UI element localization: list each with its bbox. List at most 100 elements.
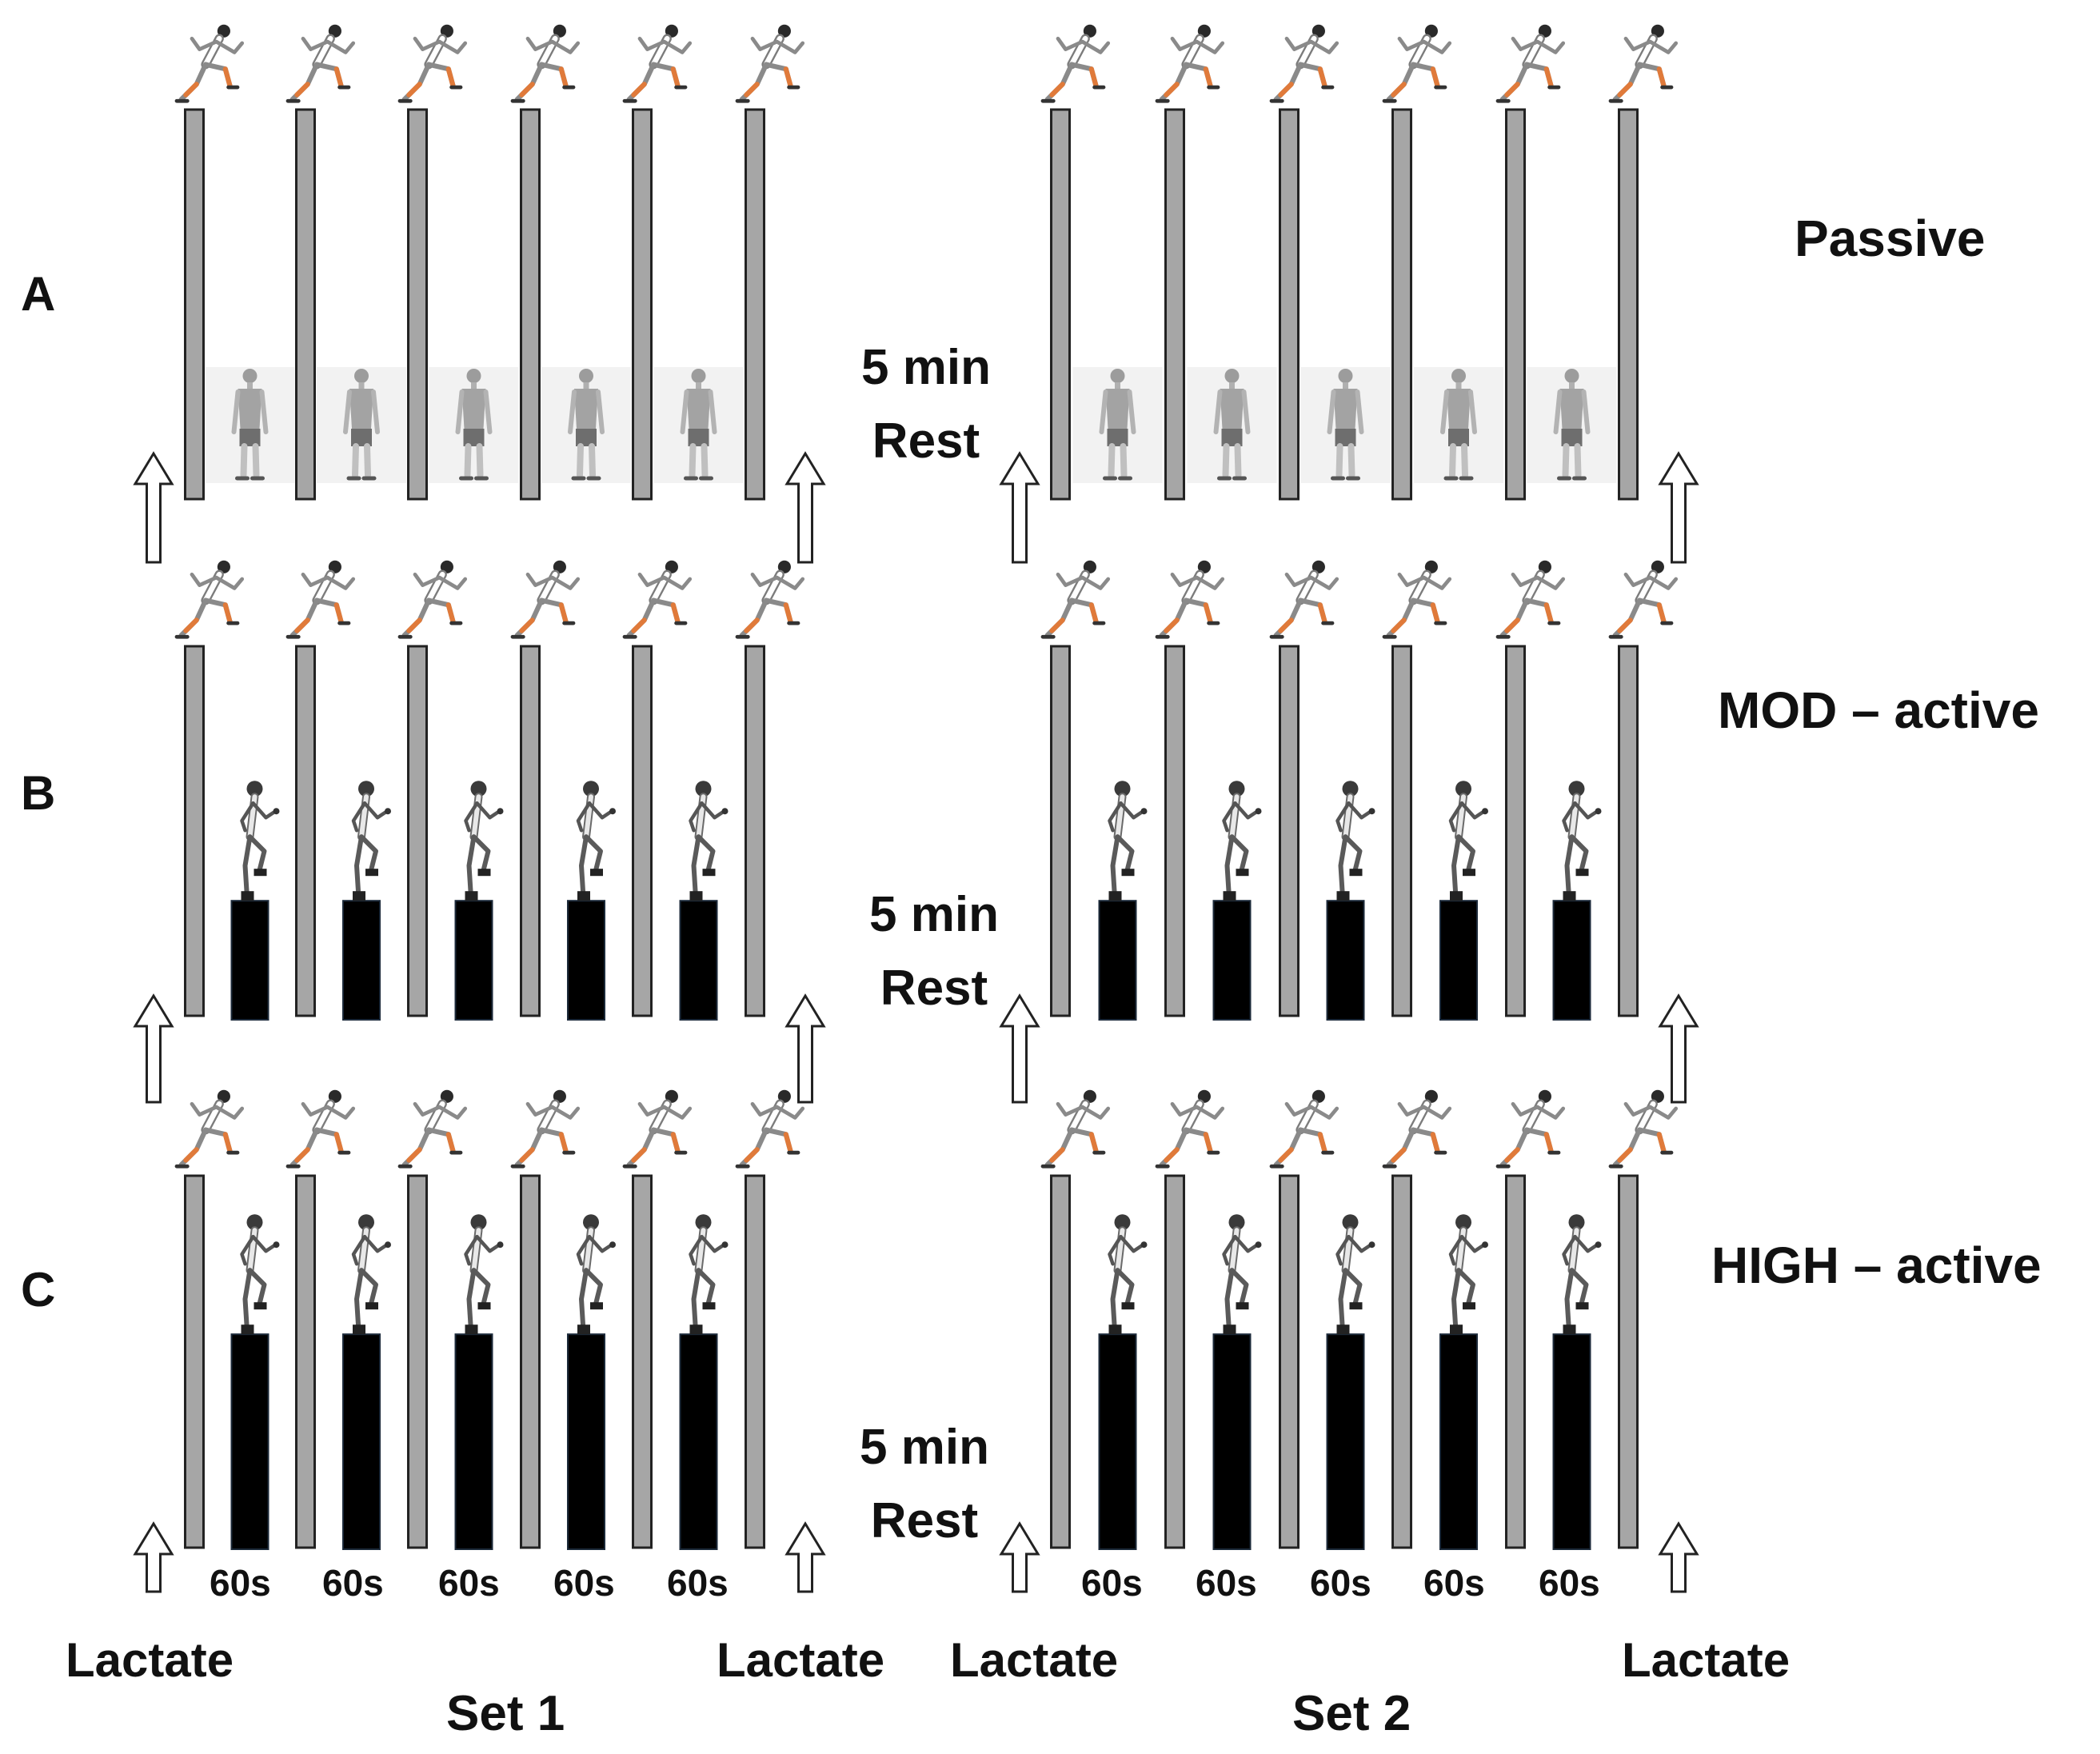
sprint-bar-row1-set1-2 xyxy=(295,108,316,501)
sprinter-icon xyxy=(1611,561,1676,637)
recovery-bar-row2-set1-2 xyxy=(342,900,381,1021)
recovery-bar-row2-set2-4 xyxy=(1439,900,1478,1021)
sprinter-icon xyxy=(1272,561,1337,637)
stepping-person-icon xyxy=(1563,1214,1602,1334)
recovery-bar-row3-set2-3 xyxy=(1326,1333,1365,1550)
recovery-bar-row3-set1-1 xyxy=(230,1333,269,1550)
sprint-bar-row1-set1-4 xyxy=(520,108,541,501)
rest-word: Rest xyxy=(870,1492,979,1548)
sprinter-icon xyxy=(288,561,353,637)
recovery-bar-row2-set1-1 xyxy=(230,900,269,1021)
lactate-label-set1-pre: Lactate xyxy=(66,1633,234,1687)
recovery-bar-row2-set2-3 xyxy=(1326,900,1365,1021)
stepping-person-icon xyxy=(1563,781,1602,901)
set-label-1: Set 1 xyxy=(446,1686,565,1741)
stepping-person-icon xyxy=(353,1214,391,1334)
recovery-bar-row3-set2-4 xyxy=(1439,1333,1478,1550)
sprinter-icon xyxy=(1384,1090,1450,1166)
row-letter-b: B xyxy=(21,766,56,820)
up-arrow-icon xyxy=(133,1521,174,1593)
sprinter-icon xyxy=(625,1090,690,1166)
sprint-bar-row1-set2-3 xyxy=(1279,108,1300,501)
sprint-bar-row2-set1-3 xyxy=(407,645,428,1017)
recovery-bar-row2-set2-2 xyxy=(1212,900,1252,1021)
stepping-person-icon xyxy=(1224,781,1262,901)
recovery-duration-set2-1: 60s xyxy=(1081,1562,1143,1604)
recovery-bar-row3-set1-3 xyxy=(454,1333,493,1550)
up-arrow-icon xyxy=(785,993,826,1104)
sprint-bar-row2-set1-2 xyxy=(295,645,316,1017)
sprinter-icon xyxy=(1384,25,1450,101)
up-arrow-icon xyxy=(999,451,1040,564)
recovery-duration-set1-1: 60s xyxy=(210,1562,271,1604)
sprinter-icon xyxy=(1498,1090,1563,1166)
recovery-bar-row2-set2-1 xyxy=(1098,900,1137,1021)
rest-label-b: 5 min Rest xyxy=(808,878,1060,1025)
stepping-person-icon xyxy=(1337,1214,1375,1334)
sprinter-icon xyxy=(1157,25,1223,101)
recovery-bar-row2-set1-3 xyxy=(454,900,493,1021)
stepping-person-icon xyxy=(242,1214,280,1334)
rest-duration: 5 min xyxy=(869,887,999,942)
up-arrow-icon xyxy=(1658,1521,1699,1593)
sprinter-icon xyxy=(625,25,690,101)
sprinter-icon xyxy=(1043,561,1108,637)
up-arrow-icon xyxy=(133,993,174,1104)
sprint-bar-row2-set2-6 xyxy=(1618,645,1639,1017)
recovery-duration-set1-2: 60s xyxy=(322,1562,384,1604)
sprint-bar-row3-set2-5 xyxy=(1505,1174,1526,1549)
sprint-bar-row1-set1-6 xyxy=(745,108,765,501)
sprint-bar-row3-set2-3 xyxy=(1279,1174,1300,1549)
sprint-bar-row3-set2-2 xyxy=(1164,1174,1185,1549)
sprint-bar-row3-set1-2 xyxy=(295,1174,316,1549)
sprint-bar-row2-set2-1 xyxy=(1050,645,1071,1017)
up-arrow-icon xyxy=(999,1521,1040,1593)
rest-duration: 5 min xyxy=(861,340,991,395)
sprint-bar-row2-set2-5 xyxy=(1505,645,1526,1017)
rest-label-a: 5 min Rest xyxy=(800,331,1052,478)
sprinter-icon xyxy=(737,1090,803,1166)
recovery-bar-row3-set1-5 xyxy=(679,1333,718,1550)
condition-high-active: HIGH – active xyxy=(1711,1237,2042,1294)
sprinter-icon xyxy=(513,1090,578,1166)
up-arrow-icon xyxy=(785,1521,826,1593)
sprinter-icon xyxy=(1611,25,1676,101)
recovery-bar-row2-set2-5 xyxy=(1552,900,1591,1021)
sprinter-icon xyxy=(513,25,578,101)
lactate-label-set1-post: Lactate xyxy=(717,1633,885,1687)
stepping-person-icon xyxy=(1337,781,1375,901)
rest-label-c: 5 min Rest xyxy=(798,1411,1051,1558)
sprint-bar-row1-set2-6 xyxy=(1618,108,1639,501)
sprint-bar-row3-set2-4 xyxy=(1391,1174,1412,1549)
stepping-person-icon xyxy=(1109,1214,1148,1334)
sprinter-icon xyxy=(1384,561,1450,637)
sprint-bar-row2-set2-4 xyxy=(1391,645,1412,1017)
stepping-person-icon xyxy=(577,781,616,901)
sprint-bar-row1-set1-3 xyxy=(407,108,428,501)
sprint-bar-row3-set2-1 xyxy=(1050,1174,1071,1549)
recovery-duration-set2-2: 60s xyxy=(1196,1562,1257,1604)
sprint-bar-row2-set2-2 xyxy=(1164,645,1185,1017)
rest-duration: 5 min xyxy=(860,1420,989,1475)
sprinter-icon xyxy=(177,25,242,101)
sprinter-icon xyxy=(400,561,465,637)
sprint-bar-row2-set1-6 xyxy=(745,645,765,1017)
sprinter-icon xyxy=(1157,1090,1223,1166)
recovery-bar-row3-set2-5 xyxy=(1552,1333,1591,1550)
sprinter-icon xyxy=(1272,1090,1337,1166)
stepping-person-icon xyxy=(465,781,504,901)
condition-passive: Passive xyxy=(1795,210,1986,267)
row-letter-c: C xyxy=(21,1263,56,1316)
sprinter-icon xyxy=(177,561,242,637)
sprint-bar-row1-set2-5 xyxy=(1505,108,1526,501)
lactate-label-set2-post: Lactate xyxy=(1622,1633,1791,1687)
recovery-duration-set2-4: 60s xyxy=(1423,1562,1485,1604)
sprint-bar-row2-set1-5 xyxy=(632,645,653,1017)
sprinter-icon xyxy=(400,1090,465,1166)
recovery-bar-row3-set1-2 xyxy=(342,1333,381,1550)
stepping-person-icon xyxy=(1450,781,1488,901)
recovery-duration-set1-4: 60s xyxy=(553,1562,615,1604)
sprint-bar-row2-set1-1 xyxy=(184,645,205,1017)
up-arrow-icon xyxy=(785,451,826,564)
